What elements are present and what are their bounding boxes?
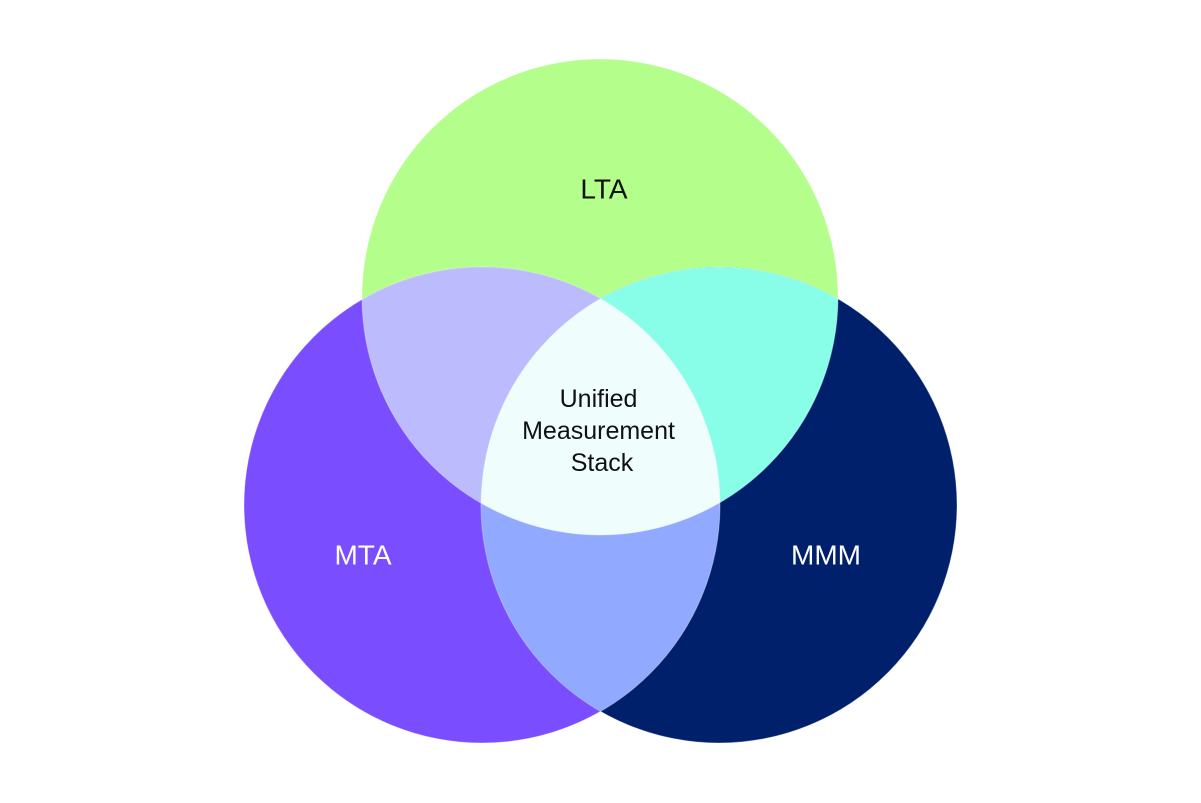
label-lta: LTA bbox=[580, 173, 628, 204]
label-center-line-2: Measurement bbox=[522, 417, 675, 445]
outline-lta bbox=[361, 58, 839, 536]
outline-mta bbox=[243, 266, 721, 744]
label-center: Unified Measurement Stack bbox=[522, 385, 682, 477]
label-mmm: MMM bbox=[791, 539, 861, 570]
label-center-line-1: Unified bbox=[560, 385, 638, 413]
label-mta: MTA bbox=[334, 539, 391, 570]
outline-mmm bbox=[480, 266, 958, 744]
label-center-line-3: Stack bbox=[571, 449, 634, 477]
